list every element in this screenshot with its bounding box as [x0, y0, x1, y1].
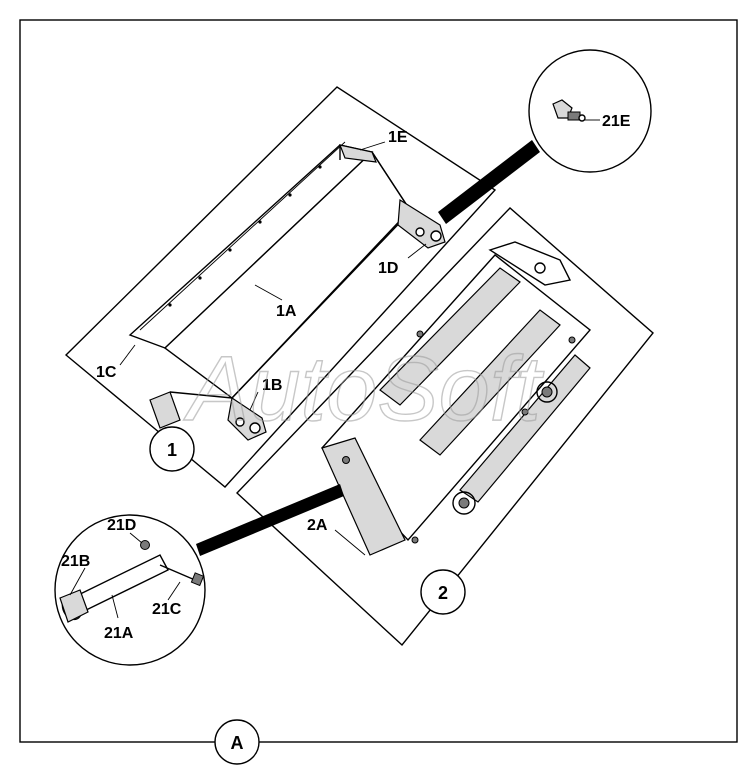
label-1c: 1C [96, 364, 117, 381]
detail-21e-pointer [438, 140, 540, 224]
bolt-icon [159, 564, 205, 587]
label-21b: 21B [61, 553, 90, 570]
label-21d: 21D [107, 517, 136, 534]
label-2a: 2A [307, 517, 328, 534]
label-1e: 1E [388, 129, 408, 146]
label-1d: 1D [378, 260, 398, 277]
callout-1 [149, 426, 195, 472]
pin-body-icon [59, 554, 169, 623]
coupler-side-plate [321, 437, 406, 556]
label-1b: 1B [262, 377, 282, 394]
nut-icon [140, 540, 150, 550]
label-21a: 21A [104, 625, 134, 642]
label-21e: 21E [602, 113, 631, 130]
watermark: AutoSoft [183, 338, 544, 440]
figure-id-circle [214, 719, 260, 765]
detail-21-circle [54, 514, 206, 666]
figure-id-text: A [231, 733, 244, 753]
pin-head-21b [59, 589, 89, 623]
callout-1-text: 1 [167, 440, 177, 460]
bucket-ear-1b [227, 396, 267, 441]
coupler-bolts [342, 330, 576, 544]
callout-2 [420, 569, 466, 615]
detail-21e-circle [528, 49, 652, 173]
detail-pin-assembly: 21D 21B 21A 21C [54, 484, 344, 666]
grease-fitting-icon [552, 99, 586, 122]
coupler-latches [452, 381, 558, 515]
bucket-ear-1d [397, 198, 446, 249]
panel-1-bucket: 1E 1D 1A 1C 1B 1 [64, 86, 497, 488]
diagram-frame [19, 19, 738, 743]
label-1a: 1A [276, 303, 297, 320]
bucket-side-plate [149, 391, 181, 429]
detail-21-pointer [196, 484, 344, 556]
rail-holes [168, 165, 322, 307]
label-21c: 21C [152, 601, 182, 618]
coupler-top-hooks [488, 241, 572, 286]
callout-2-text: 2 [438, 583, 448, 603]
panel-2-coupler: 2A 2 [236, 207, 654, 647]
detail-grease-fitting: 21E [438, 49, 652, 224]
